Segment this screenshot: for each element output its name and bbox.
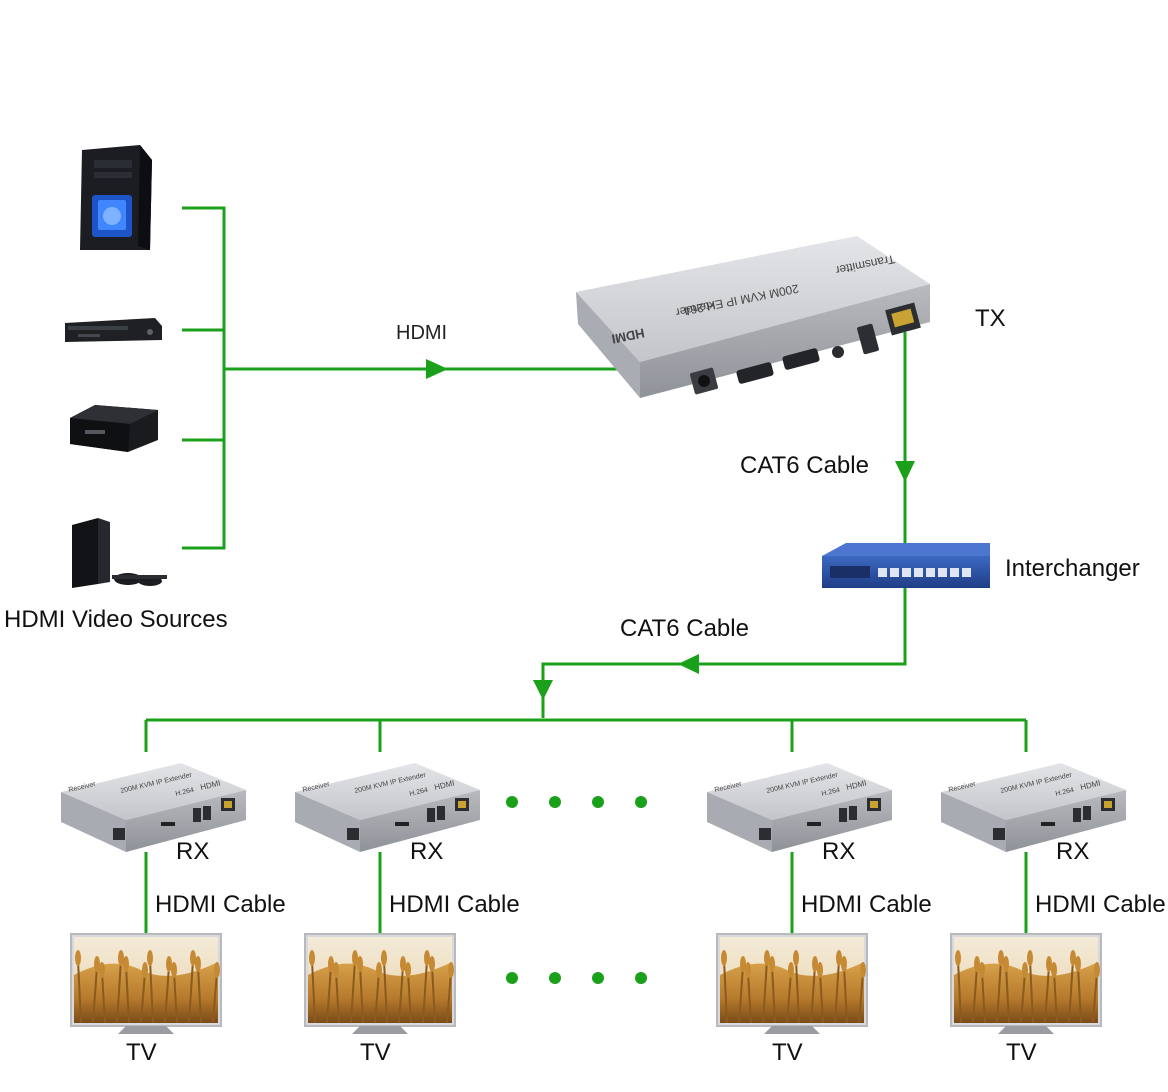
tv-icon bbox=[716, 933, 868, 1034]
cat6-label-2: CAT6 Cable bbox=[620, 615, 749, 642]
rx-printed-brand: HDMI bbox=[1079, 779, 1101, 792]
tv-icon bbox=[70, 933, 222, 1034]
switch-port-6 bbox=[938, 568, 947, 577]
tv-label: TV bbox=[1006, 1039, 1037, 1066]
sources-caption: HDMI Video Sources bbox=[4, 606, 228, 633]
ellipsis-dots bbox=[506, 796, 647, 984]
rx-printed-codec: H.264 bbox=[821, 787, 841, 798]
switch-label: Interchanger bbox=[1005, 555, 1140, 582]
rx-label: RX bbox=[410, 838, 444, 865]
tv-label: TV bbox=[126, 1039, 157, 1066]
ellipsis-dot bbox=[592, 796, 604, 808]
dvd-player-icon bbox=[65, 318, 162, 342]
set-top-box-icon bbox=[70, 405, 158, 452]
switch-port-5 bbox=[926, 568, 935, 577]
switch-port-3 bbox=[902, 568, 911, 577]
tv-label: TV bbox=[772, 1039, 803, 1066]
switch-port-8 bbox=[962, 568, 971, 577]
tx-label: TX bbox=[975, 305, 1006, 332]
rx-label: RX bbox=[176, 838, 210, 865]
ellipsis-dot bbox=[592, 972, 604, 984]
ellipsis-dot bbox=[506, 796, 518, 808]
cat6-arrow-down bbox=[895, 461, 915, 482]
rx-label: RX bbox=[1056, 838, 1090, 865]
switch-port-4 bbox=[914, 568, 923, 577]
hdmi-arrow bbox=[426, 359, 448, 379]
switch-port-7 bbox=[950, 568, 959, 577]
ellipsis-dot bbox=[635, 972, 647, 984]
ellipsis-dot bbox=[506, 972, 518, 984]
hdmi-cable-label: HDMI Cable bbox=[801, 891, 932, 918]
hdmi-link-label: HDMI bbox=[396, 322, 448, 344]
rx-printed-brand: HDMI bbox=[845, 779, 867, 792]
kvm-transmitter-icon: HDMI H.264 200M KVM IP Extender Transmit… bbox=[576, 236, 930, 398]
desktop-pc-icon bbox=[80, 145, 152, 250]
cat6-arrow-down-2 bbox=[533, 680, 553, 700]
network-switch-icon bbox=[822, 543, 990, 588]
tv-icon bbox=[950, 933, 1102, 1034]
switch-port-1 bbox=[878, 568, 887, 577]
rx-printed-codec: H.264 bbox=[175, 787, 195, 798]
game-console-icon bbox=[72, 518, 167, 588]
switch-ports bbox=[878, 568, 971, 577]
ellipsis-dot bbox=[549, 972, 561, 984]
rx-printed-brand: HDMI bbox=[433, 779, 455, 792]
tx-printed-brand: HDMI bbox=[610, 325, 646, 346]
tv-label: TV bbox=[360, 1039, 391, 1066]
rx-printed-codec: H.264 bbox=[1055, 787, 1075, 798]
ellipsis-dot bbox=[635, 796, 647, 808]
switch-to-rx-line bbox=[144, 588, 1028, 752]
hdmi-cable-label: HDMI Cable bbox=[389, 891, 520, 918]
tv-icon bbox=[304, 933, 456, 1034]
cat6-label-1: CAT6 Cable bbox=[740, 452, 869, 479]
rx-label: RX bbox=[822, 838, 856, 865]
hdmi-cable-label: HDMI Cable bbox=[1035, 891, 1166, 918]
rx-printed-codec: H.264 bbox=[409, 787, 429, 798]
tx-printed-codec: H.264 bbox=[682, 298, 716, 318]
switch-port-2 bbox=[890, 568, 899, 577]
ellipsis-dot bbox=[549, 796, 561, 808]
hdmi-cable-label: HDMI Cable bbox=[155, 891, 286, 918]
cat6-arrow-left bbox=[678, 654, 699, 674]
rx-printed-brand: HDMI bbox=[199, 779, 221, 792]
